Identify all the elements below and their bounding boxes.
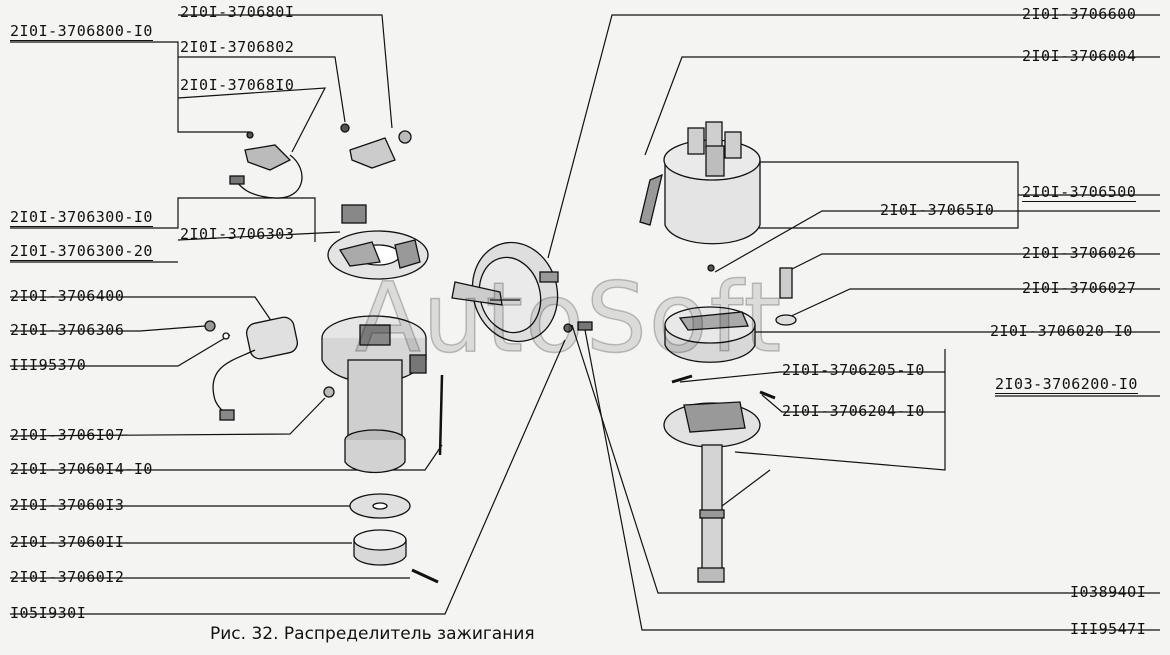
label-r04: 2I0I-37065I0 bbox=[880, 201, 995, 219]
leader-l01 bbox=[10, 41, 250, 133]
label-l14: 2I0I-37060II bbox=[10, 533, 125, 551]
watermark: AutoSoft bbox=[354, 261, 784, 375]
label-l01: 2I0I-3706800-I0 bbox=[10, 22, 153, 41]
label-l02: 2I0I-370680I bbox=[180, 3, 295, 21]
leader-l04 bbox=[177, 87, 327, 153]
leader-l16 bbox=[10, 339, 566, 615]
leader-r04 bbox=[714, 210, 1160, 273]
leader-r12 bbox=[584, 329, 1160, 631]
leader-r03b bbox=[752, 195, 1019, 229]
leader-l02 bbox=[178, 14, 393, 129]
label-r12: III9547I bbox=[1070, 620, 1147, 638]
label-l08: 2I0I-3706400 bbox=[10, 287, 125, 305]
vacuum-regulator bbox=[451, 241, 593, 343]
label-l06: 2I0I-3706303 bbox=[180, 225, 295, 243]
label-r03: 2I0I-3706500 bbox=[1022, 183, 1137, 202]
label-l13: 2I0I-37060I3 bbox=[10, 496, 125, 514]
label-l12: 2I0I-37060I4-I0 bbox=[10, 460, 153, 478]
leader-r03 bbox=[752, 161, 1160, 196]
leader-r05 bbox=[789, 253, 1160, 271]
label-r11: I03894OI bbox=[1070, 583, 1147, 601]
leader-r10 bbox=[761, 394, 945, 413]
label-l10: III95370 bbox=[10, 356, 87, 374]
leader-l10 bbox=[10, 334, 231, 367]
leader-r08 bbox=[679, 371, 945, 383]
leader-r02 bbox=[644, 56, 1160, 156]
label-l03: 2I0I-3706802 bbox=[180, 38, 295, 56]
distributor-cap bbox=[639, 121, 761, 272]
contact-breaker-group bbox=[229, 123, 412, 199]
label-l09: 2I0I-3706306 bbox=[10, 321, 125, 339]
centrifugal-advance bbox=[663, 374, 776, 583]
label-l07: 2I0I-3706300-20 bbox=[10, 242, 153, 261]
label-r01: 2I0I-3706600 bbox=[1022, 5, 1137, 23]
label-r05: 2I0I-3706026 bbox=[1022, 244, 1137, 262]
leader-l11 bbox=[9, 397, 326, 437]
label-r07: 2I0I-3706020-I0 bbox=[990, 322, 1133, 340]
label-l16: I05I930I bbox=[10, 604, 87, 622]
leader-r01 bbox=[547, 14, 1160, 259]
label-l04: 2I0I-37068I0 bbox=[180, 76, 295, 94]
figure-caption: Рис. 32. Распределитель зажигания bbox=[210, 624, 535, 644]
distributor-housing bbox=[321, 315, 444, 474]
rotor-group bbox=[664, 267, 797, 363]
leader-l12 bbox=[10, 444, 443, 471]
label-r08: 2I0I-3706205-I0 bbox=[782, 361, 925, 379]
leader-l03 bbox=[178, 56, 346, 123]
capacitor bbox=[204, 316, 299, 421]
label-r02: 2I0I-3706004 bbox=[1022, 47, 1137, 65]
lower-parts bbox=[349, 493, 439, 584]
leader-l09 bbox=[10, 325, 206, 332]
label-r06: 2I0I-3706027 bbox=[1022, 279, 1137, 297]
label-l11: 2I0I-3706I07 bbox=[10, 426, 125, 444]
label-r10: 2I0I-3706204-I0 bbox=[782, 402, 925, 420]
leader-lines bbox=[9, 14, 1160, 631]
label-l15: 2I0I-37060I2 bbox=[10, 568, 125, 586]
breaker-plate bbox=[327, 204, 429, 280]
label-l05: 2I0I-3706300-I0 bbox=[10, 208, 153, 227]
label-r09: 2I03-3706200-I0 bbox=[995, 375, 1138, 394]
leader-r06 bbox=[786, 288, 1160, 319]
leader-l08 bbox=[10, 296, 273, 323]
leader-l05 bbox=[10, 197, 316, 242]
leader-r09b bbox=[734, 349, 946, 471]
leader-l06 bbox=[177, 231, 341, 241]
